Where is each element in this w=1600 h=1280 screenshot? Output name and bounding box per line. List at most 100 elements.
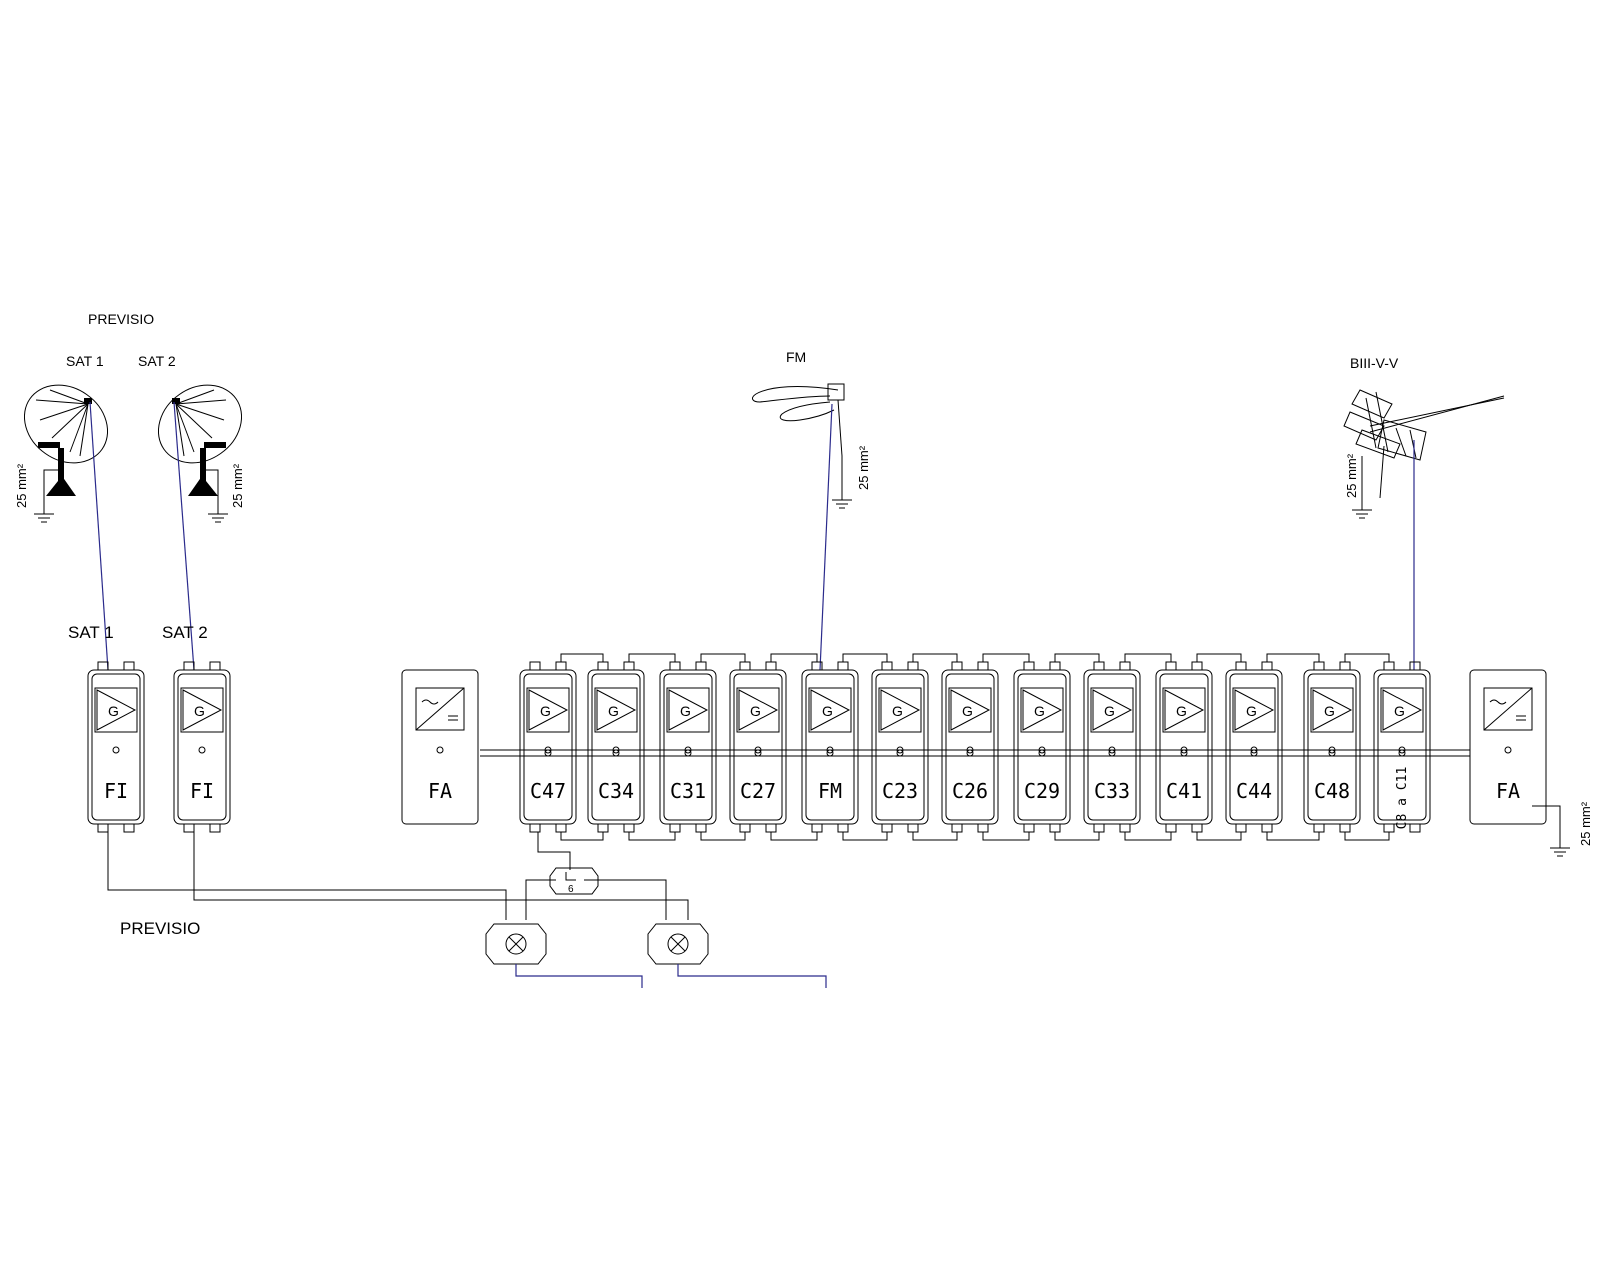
bottom-bridge xyxy=(1196,832,1242,841)
top-bridge xyxy=(560,653,604,662)
power-supply-module: FA xyxy=(1469,669,1547,825)
tap-right-icon xyxy=(647,923,827,988)
ground-section-fm-label: 25 mm² xyxy=(856,445,871,490)
top-bridge xyxy=(912,653,958,662)
channel-module-label: C27 xyxy=(740,779,776,803)
channel-module-label: C33 xyxy=(1094,779,1130,803)
bottom-bridge xyxy=(982,832,1030,841)
vhf-uhf-antenna-icon xyxy=(1343,389,1505,519)
channel-amplifier-module: G C41 xyxy=(1155,661,1213,833)
svg-text:G: G xyxy=(540,703,551,719)
ground-sat2-icon xyxy=(206,469,228,523)
svg-text:G: G xyxy=(1246,703,1257,719)
fm-antenna-icon xyxy=(752,383,852,509)
channel-amplifier-module: G C29 xyxy=(1013,661,1071,833)
svg-text:G: G xyxy=(750,703,761,719)
svg-text:G: G xyxy=(822,703,833,719)
fi-amplifier-module: G FI xyxy=(87,661,145,833)
top-bridge xyxy=(1054,653,1100,662)
top-bridge xyxy=(628,653,676,662)
top-bridge xyxy=(700,653,746,662)
channel-amplifier-module: G C31 xyxy=(659,661,717,833)
channel-module-label: C29 xyxy=(1024,779,1060,803)
sat1-amplifier-label: SAT 1 xyxy=(68,623,114,642)
bottom-bridge xyxy=(628,832,676,841)
top-bridge xyxy=(1196,653,1242,662)
svg-text:G: G xyxy=(194,703,205,719)
top-bridge xyxy=(1344,653,1390,662)
channel-module-label: C23 xyxy=(882,779,918,803)
channel-module-label: C44 xyxy=(1236,779,1272,803)
channel-amplifier-module: G C8 a C11 xyxy=(1373,661,1431,833)
channel-amplifier-module: GFM xyxy=(801,661,859,833)
svg-text:G: G xyxy=(108,703,119,719)
bottom-bridge xyxy=(912,832,958,841)
sat2-dish-label: SAT 2 xyxy=(138,353,176,369)
channel-amplifier-module: G C48 xyxy=(1303,661,1361,833)
channel-amplifier-module: G C47 xyxy=(519,661,577,833)
bottom-bridge xyxy=(1124,832,1172,841)
svg-text:G: G xyxy=(1324,703,1335,719)
svg-text:G: G xyxy=(962,703,973,719)
bottom-bridge xyxy=(842,832,888,841)
ground-section-sat1-label: 25 mm² xyxy=(14,463,29,508)
channel-module-label: C48 xyxy=(1314,779,1350,803)
svg-text:G: G xyxy=(1034,703,1045,719)
bottom-bridge xyxy=(700,832,746,841)
channel-amplifier-module: G C23 xyxy=(871,661,929,833)
bottom-bridge xyxy=(770,832,818,841)
ground-section-sat2-label: 25 mm² xyxy=(230,463,245,508)
top-bridge xyxy=(842,653,888,662)
ground-sat1-icon xyxy=(34,469,58,523)
tap-left-icon xyxy=(485,923,643,988)
power-supply-module: FA xyxy=(401,669,479,825)
distribution-wiring xyxy=(107,805,1570,920)
cable-sat2 xyxy=(173,401,195,671)
channel-module-label: C34 xyxy=(598,779,634,803)
channel-amplifier-module: G C34 xyxy=(587,661,645,833)
previsio-bottom-label: PREVISIO xyxy=(120,919,200,938)
fi-module-label: FI xyxy=(104,779,128,803)
top-bridge xyxy=(1124,653,1172,662)
svg-text:G: G xyxy=(1104,703,1115,719)
ground-section-fa-label: 25 mm² xyxy=(1578,801,1593,846)
cable-fm xyxy=(819,403,833,671)
bottom-bridge xyxy=(560,832,604,841)
svg-text:G: G xyxy=(1394,703,1405,719)
splitter-icon xyxy=(549,867,599,895)
channel-module-label: C8 a C11 xyxy=(1395,767,1410,830)
bottom-bridge xyxy=(1344,832,1390,841)
bottom-bridge xyxy=(1054,832,1100,841)
svg-text:G: G xyxy=(1176,703,1187,719)
sat2-amplifier-label: SAT 2 xyxy=(162,623,208,642)
bottom-bridge xyxy=(1266,832,1320,841)
previsio-top-label: PREVISIO xyxy=(88,311,154,327)
sat1-dish-label: SAT 1 xyxy=(66,353,104,369)
fm-antenna-label: FM xyxy=(786,349,806,365)
channel-module-label: C41 xyxy=(1166,779,1202,803)
coupling-bridges xyxy=(560,653,1390,841)
top-bridge xyxy=(982,653,1030,662)
svg-text:G: G xyxy=(892,703,903,719)
svg-text:G: G xyxy=(680,703,691,719)
channel-module-label: C26 xyxy=(952,779,988,803)
satellite-dish-2-icon xyxy=(157,384,243,496)
channel-amplifier-module: G C33 xyxy=(1083,661,1141,833)
svg-text:G: G xyxy=(608,703,619,719)
splitter-value: 6 xyxy=(568,884,574,895)
channel-amplifier-module: G C44 xyxy=(1225,661,1283,833)
cable-sat1 xyxy=(89,401,109,671)
channel-module-label: C47 xyxy=(530,779,566,803)
channel-amplifier-module: G C26 xyxy=(941,661,999,833)
power-bus xyxy=(480,749,1470,757)
fi-amplifier-module: G FI xyxy=(173,661,231,833)
top-bridge xyxy=(770,653,818,662)
channel-module-label: C31 xyxy=(670,779,706,803)
top-bridge xyxy=(1266,653,1320,662)
fi-module-label: FI xyxy=(190,779,214,803)
ground-section-biii-label: 25 mm² xyxy=(1344,453,1359,498)
satellite-dish-1-icon xyxy=(23,384,109,496)
biii-antenna-label: BIII-V-V xyxy=(1350,355,1399,371)
